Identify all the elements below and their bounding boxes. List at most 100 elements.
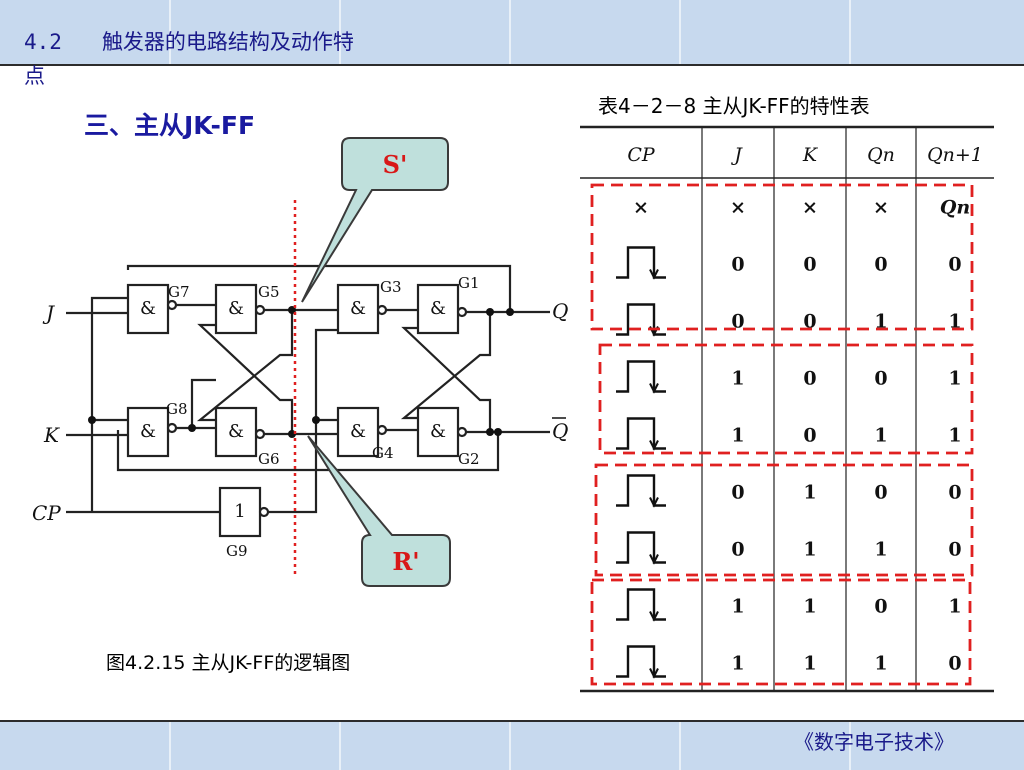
cp-pulse-icon [616,531,666,564]
cp-pulse-icon [616,360,666,393]
gate-symbol: & [430,298,446,319]
input-k-label: K [43,423,60,447]
table-cell: 1 [948,425,961,447]
gate-name: G8 [166,400,188,418]
gate-symbol: & [350,298,366,319]
gate-symbol: 1 [234,501,245,522]
logic-diagram: & & & & & & & & 1 G7 G5 G3 G1 G8 G6 G4 G… [32,137,568,587]
gate-g4 [336,406,380,458]
gate-symbol: & [140,421,156,442]
gate-g2 [416,406,460,458]
falling-edge-arrow-icon [649,668,659,679]
gate-symbol: & [430,421,446,442]
gate-g8 [126,406,170,458]
header-title: 4.2 触发器的电路结构及动作特 点 [24,28,354,88]
section-title-line1: 触发器的电路结构及动作特 [101,30,354,54]
input-j-label: J [42,301,55,325]
footer-course-title: 《数字电子技术》 [794,730,954,754]
table-cell: 1 [731,368,744,390]
group-box-jk00 [590,183,974,331]
footer-band-pattern [169,722,851,770]
table-cell: × [633,197,649,219]
cp-pulse-icon [616,303,666,336]
table-cell: 0 [803,254,816,276]
gate-name: G9 [226,542,248,560]
footer-band [0,720,1024,770]
gate-symbol: & [228,421,244,442]
falling-edge-arrow-icon [649,269,659,280]
table-cell: 1 [948,368,961,390]
table-cell: 1 [731,653,744,675]
table-cell: 1 [874,311,887,333]
slide-subtitle: 三、主从JK-FF [84,111,256,140]
table-cell: 0 [731,482,744,504]
table-cell: 1 [731,596,744,618]
table-cell: 0 [803,311,816,333]
table-header-j: J [730,144,743,166]
header-band [0,0,1024,66]
header-band-pattern [169,0,851,64]
falling-edge-arrow-icon [649,554,659,565]
gate-name: G4 [372,444,394,462]
falling-edge-arrow-icon [649,440,659,451]
table-cell: 1 [874,425,887,447]
table-cell: 0 [948,653,961,675]
gate-name: G3 [380,278,402,296]
section-number: 4.2 [24,30,62,54]
group-box-jk10 [598,343,974,455]
table-cell: 0 [874,368,887,390]
table-header-cp: CP [627,144,656,166]
gate-symbol: & [140,298,156,319]
table-cell: 1 [948,596,961,618]
group-box-jk01 [594,463,974,577]
section-title-line2: 点 [24,64,45,88]
cp-pulse-icon [616,474,666,507]
cp-pulse-icon [616,645,666,678]
table-cell: × [873,197,889,219]
cp-pulse-icon [616,246,666,279]
table-cell: 0 [731,539,744,561]
callout-r-label: R' [392,547,419,576]
table-title: 表4－2－8 主从JK-FF的特性表 [598,94,870,118]
gate-name: G7 [168,283,190,301]
table-header-qn: Qn [867,144,895,166]
table-cell: 0 [731,311,744,333]
input-cp-label: CP [32,501,61,525]
gate-name: G2 [458,450,480,468]
table-cell: 1 [948,311,961,333]
table-cell: 1 [874,539,887,561]
table-cell: 0 [874,482,887,504]
output-q-label: Q [552,299,568,323]
table-cell: 0 [731,254,744,276]
table-cell: 1 [874,653,887,675]
table-cell: 1 [803,653,816,675]
gate-name: G6 [258,450,280,468]
gate-g7 [126,283,170,335]
table-header-qn1: Qn+1 [927,144,983,166]
falling-edge-arrow-icon [649,497,659,508]
gate-symbol: & [350,421,366,442]
falling-edge-arrow-icon [649,383,659,394]
cp-pulse-icon [616,417,666,450]
table-cell: 1 [803,539,816,561]
table-cell: 0 [803,425,816,447]
table-cell: 0 [948,539,961,561]
table-header-k: K [802,144,819,166]
figure-caption: 图4.2.15 主从JK-FF的逻辑图 [106,652,351,674]
gate-name: G1 [458,274,480,292]
table-cell: 0 [803,368,816,390]
callout-s-prime: S' [301,137,449,303]
table-cell: 0 [874,254,887,276]
table-cell: Qn [940,197,970,219]
table-cell: 0 [874,596,887,618]
output-qbar-label: Q [552,419,568,443]
callout-s-label: S' [383,150,408,179]
table-cell: 1 [803,596,816,618]
table-cell: 0 [948,482,961,504]
falling-edge-arrow-icon [649,611,659,622]
callout-r-prime: R' [307,435,451,587]
table-cell: × [730,197,746,219]
gate-name: G5 [258,283,280,301]
table-cell: 1 [803,482,816,504]
